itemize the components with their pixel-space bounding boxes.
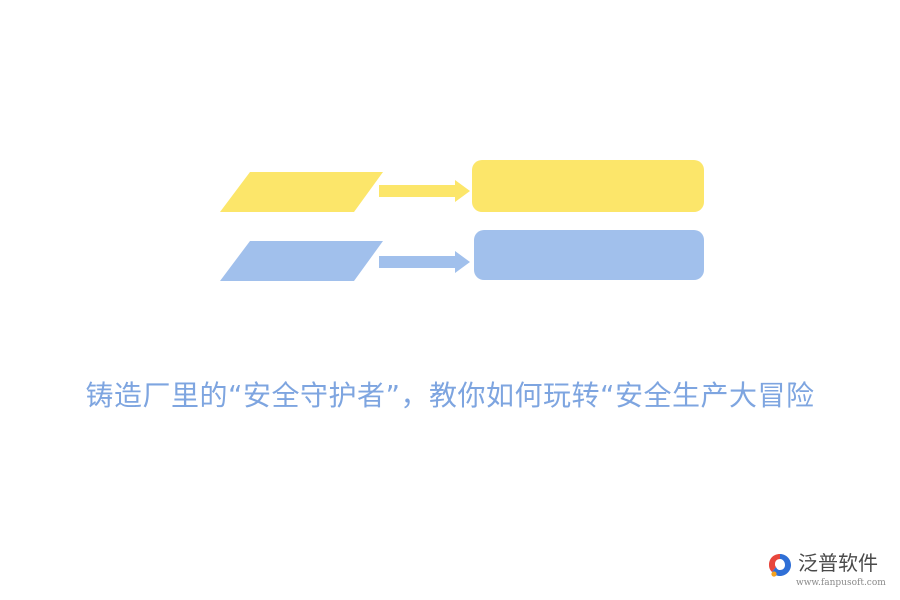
fanpu-logo-icon: [769, 554, 791, 577]
blue-rounded-box: [474, 230, 704, 280]
brand-watermark: 泛普软件 www.fanpusoft.com: [766, 549, 892, 593]
yellow-arrow-shaft: [379, 185, 457, 197]
blue-right-arrow-icon: [455, 251, 470, 273]
yellow-right-arrow-icon: [455, 180, 470, 202]
brand-name: 泛普软件: [798, 551, 878, 575]
page-headline: 铸造厂里的“安全守护者”，教你如何玩转“安全生产大冒险: [85, 379, 815, 412]
yellow-rounded-box: [472, 160, 704, 212]
blue-arrow-shaft: [379, 256, 457, 268]
blue-parallelogram-shape: [220, 241, 383, 281]
brand-url: www.fanpusoft.com: [796, 578, 886, 588]
yellow-parallelogram-shape: [220, 172, 383, 212]
